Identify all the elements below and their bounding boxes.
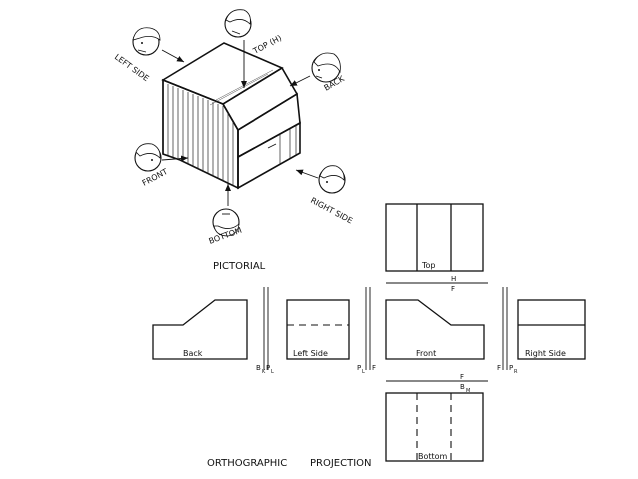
fold-line-p-f: P L F bbox=[357, 287, 376, 375]
label-top: TOP (H) bbox=[251, 33, 283, 56]
view-top-label: Top bbox=[421, 261, 436, 270]
view-left-side-label: Left Side bbox=[293, 349, 328, 358]
observer-head-bottom bbox=[212, 208, 240, 237]
view-back: Back bbox=[152, 299, 248, 360]
view-front-label: Front bbox=[416, 349, 436, 358]
block-top-face-high bbox=[161, 42, 284, 105]
projection-caption: PROJECTION bbox=[310, 458, 372, 469]
pictorial-block bbox=[161, 42, 301, 190]
view-right-side: Right Side bbox=[517, 299, 586, 360]
fold-line-f-b: F B M bbox=[386, 373, 488, 394]
observer-head-left-side bbox=[132, 27, 161, 56]
fold-line-f-p: F P R bbox=[497, 287, 518, 375]
view-left-side: Left Side bbox=[286, 299, 350, 360]
svg-text:P: P bbox=[266, 364, 270, 372]
svg-text:B: B bbox=[460, 383, 465, 391]
block-shading bbox=[167, 69, 297, 186]
view-bottom-label: Bottom bbox=[418, 452, 448, 461]
view-top: Top bbox=[385, 203, 484, 272]
observer-head-front bbox=[134, 143, 162, 172]
svg-text:F: F bbox=[451, 285, 455, 293]
svg-text:B: B bbox=[256, 364, 261, 372]
svg-text:P: P bbox=[509, 364, 513, 372]
fold-line-b-p: B K P L bbox=[256, 287, 274, 375]
observer-head-back bbox=[311, 52, 341, 83]
observer-head-top bbox=[224, 9, 252, 38]
orthographic-caption: ORTHOGRAPHIC bbox=[207, 458, 287, 469]
svg-text:L: L bbox=[362, 369, 365, 375]
label-right-side: RIGHT SIDE bbox=[309, 196, 354, 226]
svg-text:F: F bbox=[460, 373, 464, 381]
view-front: Front bbox=[385, 299, 485, 360]
block-sloped-face bbox=[221, 66, 299, 132]
svg-text:M: M bbox=[466, 388, 470, 394]
view-back-label: Back bbox=[183, 349, 203, 358]
fold-line-h-f: H F bbox=[386, 275, 488, 293]
view-bottom: Bottom bbox=[385, 392, 484, 462]
svg-text:F: F bbox=[372, 364, 376, 372]
svg-text:P: P bbox=[357, 364, 361, 372]
svg-text:H: H bbox=[451, 275, 456, 283]
block-right-face bbox=[237, 121, 301, 190]
view-right-side-label: Right Side bbox=[525, 349, 566, 358]
label-left-side: LEFT SIDE bbox=[113, 52, 151, 83]
svg-text:L: L bbox=[271, 369, 274, 375]
svg-text:K: K bbox=[262, 369, 266, 375]
svg-text:F: F bbox=[497, 364, 501, 372]
pictorial-caption: PICTORIAL bbox=[213, 261, 266, 272]
view-arrows bbox=[161, 40, 319, 206]
observer-head-right-side bbox=[318, 165, 346, 194]
svg-text:R: R bbox=[514, 369, 518, 375]
